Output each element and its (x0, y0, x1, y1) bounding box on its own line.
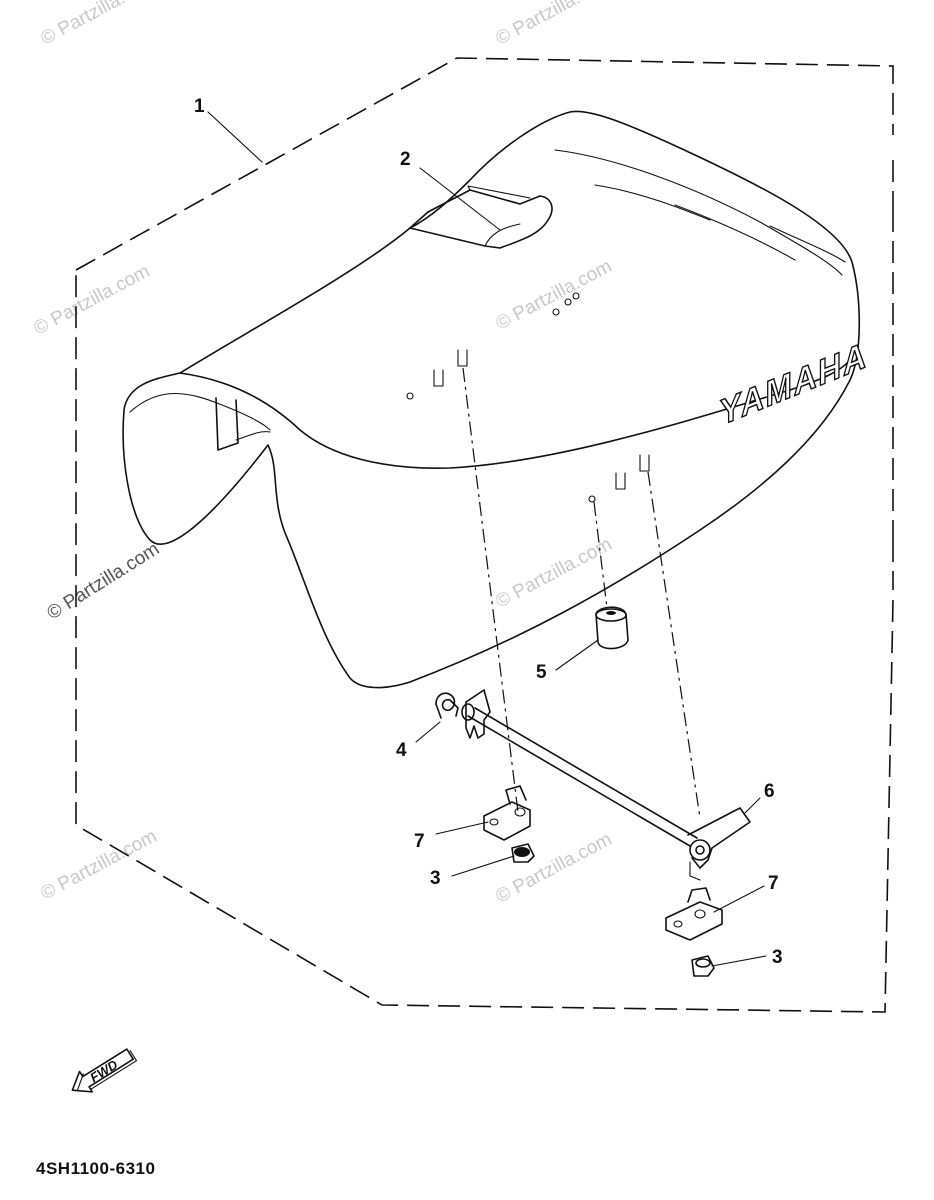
watermark: © Partzilla.com (37, 826, 160, 905)
watermark: © Partzilla.com (492, 256, 615, 335)
callout-labels: 1 2 3 4 5 6 7 3 7 (194, 96, 783, 968)
damper-part-5 (595, 606, 629, 650)
watermark-dark: © Partzilla.com (44, 539, 164, 625)
grab-strap (409, 189, 553, 249)
mount-centerline (647, 471, 701, 819)
callout-3: 3 (430, 868, 441, 889)
seat-trim (554, 149, 843, 276)
callout-5: 5 (536, 662, 547, 683)
callout-6: 6 (764, 781, 775, 802)
nut-part-3 (511, 843, 535, 863)
mount-holes (406, 292, 650, 503)
callout-7: 7 (414, 831, 425, 852)
watermark: © Partzilla.com (492, 829, 615, 908)
watermark: © Partzilla.com (492, 0, 615, 49)
bracket-part-7 (483, 785, 531, 841)
mount-centerline (462, 367, 519, 813)
mount-centerline (593, 501, 608, 609)
diagram-part-number: 4SH1100-6310 (36, 1159, 155, 1178)
assembly-boundary (75, 57, 894, 1013)
hinge-rod-part-6 (461, 689, 751, 881)
callout-2: 2 (400, 149, 411, 170)
seat-tunnel-lower (235, 431, 271, 441)
seat-bracket (215, 397, 239, 451)
bracket-part-7 (665, 887, 723, 941)
watermark: © Partzilla.com (37, 0, 160, 49)
callout-1: 1 (194, 96, 205, 117)
spring-part-4 (435, 692, 459, 719)
seat-trim (769, 225, 846, 263)
watermark: © Partzilla.com (30, 261, 153, 340)
callout-3: 3 (772, 947, 783, 968)
seat-outline (122, 110, 861, 689)
watermark: © Partzilla.com (492, 534, 615, 613)
seat-trim (674, 204, 796, 261)
callout-4: 4 (396, 740, 407, 761)
grab-strap-detail (467, 185, 531, 247)
seat-top-crease (179, 359, 851, 469)
nut-part-3 (691, 955, 715, 977)
callout-7: 7 (768, 873, 779, 894)
callout-leaders (207, 111, 767, 967)
seat-trim (594, 184, 711, 221)
forward-arrow-icon: FWD (71, 1048, 138, 1093)
seat-tunnel (129, 393, 271, 431)
watermarks: © Partzilla.com © Partzilla.com © Partzi… (30, 0, 615, 907)
